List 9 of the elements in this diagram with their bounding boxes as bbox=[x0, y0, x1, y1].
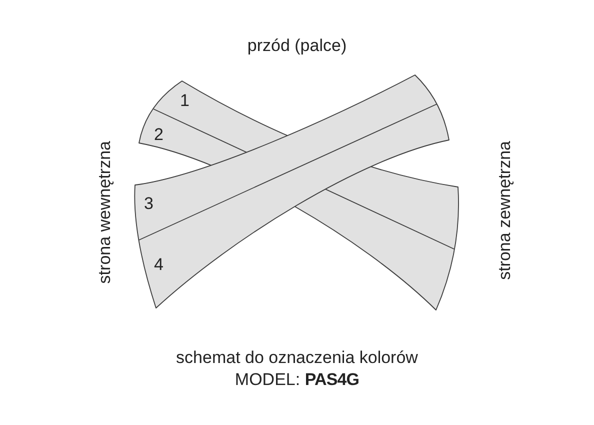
callout-number: 3 bbox=[144, 194, 154, 214]
side-label: strona zewnętrzna bbox=[495, 141, 515, 280]
direction-label: przód (palce) bbox=[247, 36, 347, 56]
caption: schemat do oznaczenia kolorów bbox=[176, 348, 418, 368]
side-label: strona wewnętrzna bbox=[95, 141, 115, 284]
callout-number: 4 bbox=[154, 255, 164, 275]
callout-number: 1 bbox=[180, 91, 190, 111]
model-label: MODEL: PAS4G bbox=[234, 370, 360, 390]
callout-number: 2 bbox=[154, 125, 164, 145]
